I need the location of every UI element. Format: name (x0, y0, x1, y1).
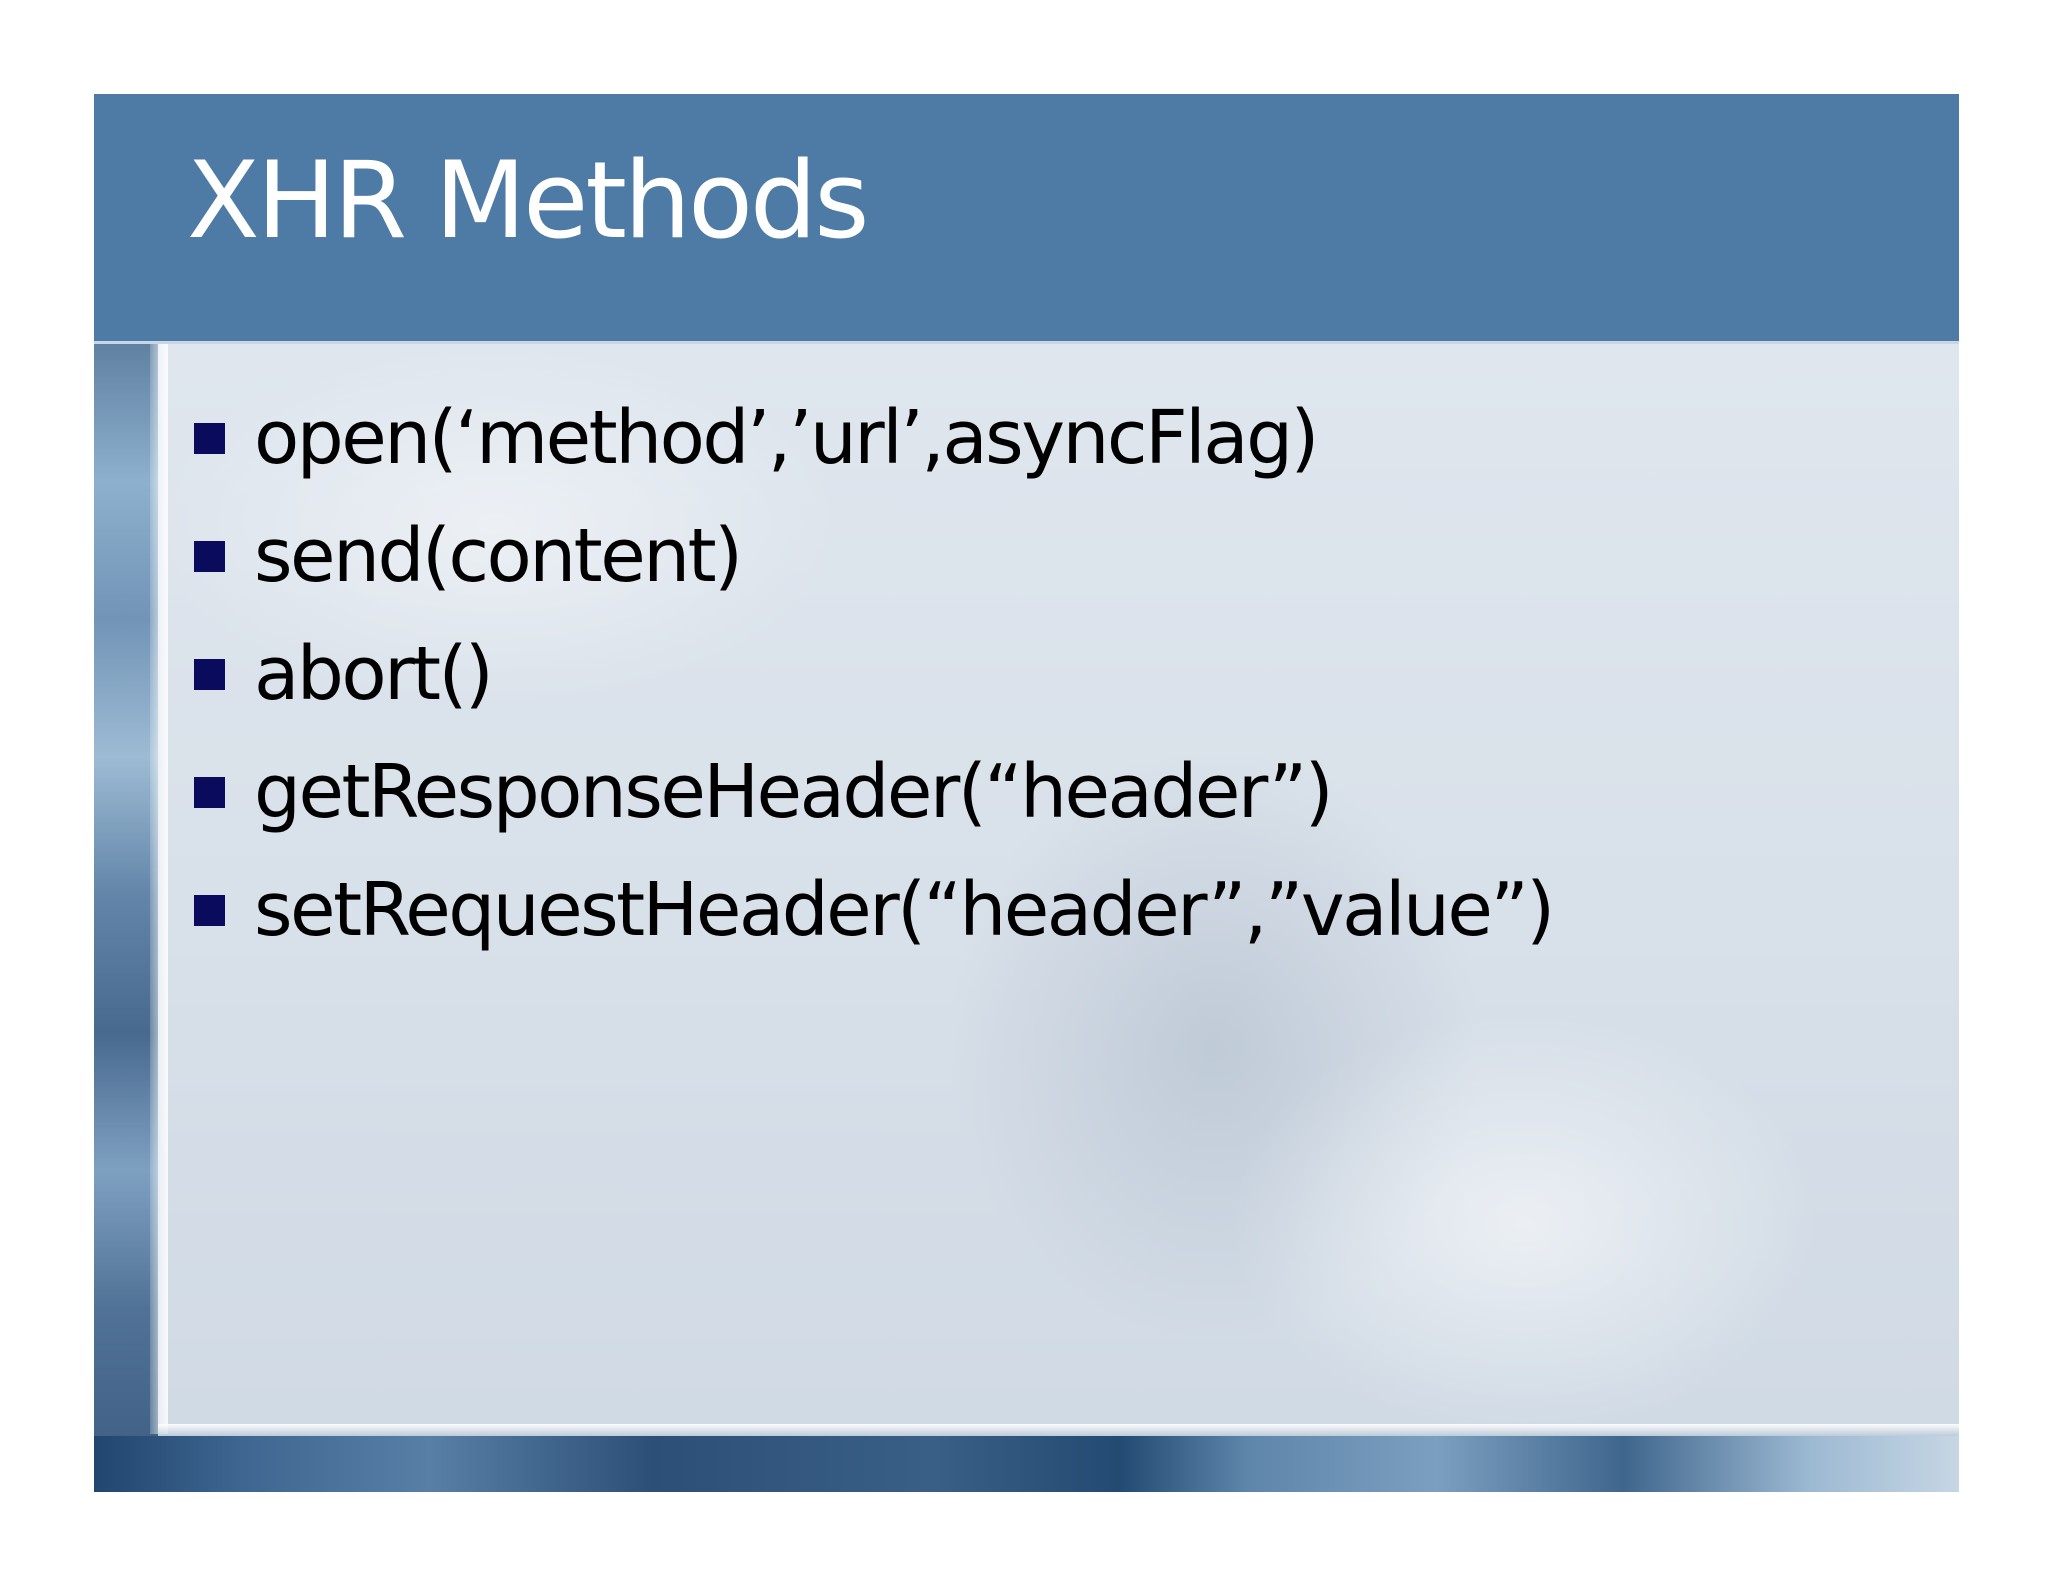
square-bullet-icon (194, 776, 225, 808)
bullet-item: setRequestHeader(“header”,”value”) (194, 851, 1555, 969)
title-bar: XHR Methods (94, 94, 1959, 344)
slide-title: XHR Methods (187, 139, 869, 262)
bullet-text: open(‘method’,’url’,asyncFlag) (254, 395, 1319, 481)
bullet-list: open(‘method’,’url’,asyncFlag) send(cont… (194, 379, 1555, 969)
bottom-decor-edge (158, 1424, 1959, 1438)
bullet-item: send(content) (194, 497, 1553, 615)
bullet-text: send(content) (254, 513, 743, 599)
bottom-decor-strip (94, 1436, 1959, 1492)
square-bullet-icon (194, 540, 225, 572)
square-bullet-icon (194, 894, 225, 926)
slide: XHR Methods open(‘method’,’url’,asyncFla… (94, 94, 1959, 1492)
bullet-text: setRequestHeader(“header”,”value”) (254, 867, 1555, 953)
bullet-item: open(‘method’,’url’,asyncFlag) (194, 379, 1553, 497)
bullet-item: abort() (194, 615, 1553, 733)
bullet-text: getResponseHeader(“header”) (254, 749, 1334, 835)
background-photo (94, 344, 1959, 1492)
bullet-item: getResponseHeader(“header”) (194, 733, 1553, 851)
left-decor-edge (150, 344, 168, 1434)
square-bullet-icon (194, 658, 225, 690)
square-bullet-icon (194, 422, 225, 454)
left-decor-strip (94, 344, 158, 1492)
bullet-text: abort() (254, 631, 494, 717)
